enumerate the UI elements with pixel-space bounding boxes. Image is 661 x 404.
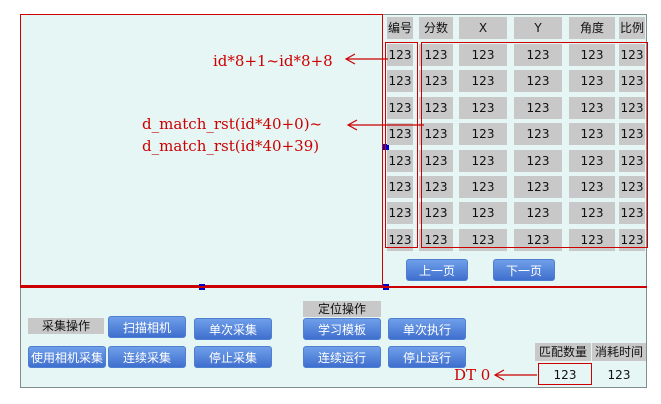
header-score: 分数	[419, 17, 453, 39]
next-page-button[interactable]: 下一页	[493, 259, 555, 281]
cell-scale: 123	[619, 96, 645, 119]
header-y: Y	[514, 17, 562, 39]
cell-x: 123	[459, 123, 507, 146]
cell-id: 123	[387, 96, 413, 119]
cell-id: 123	[387, 44, 413, 66]
match-count-label: 匹配数量	[535, 343, 591, 361]
arrow-match	[346, 119, 424, 131]
cell-x: 123	[459, 202, 507, 225]
header-angle: 角度	[569, 17, 615, 39]
capture-ops-label: 采集操作	[28, 318, 104, 334]
cell-scale: 123	[619, 44, 645, 66]
time-value: 123	[607, 368, 631, 382]
cell-angle: 123	[569, 44, 615, 66]
single-capture-button[interactable]: 单次采集	[194, 318, 272, 340]
cell-score: 123	[419, 149, 453, 172]
header-scale: 比例	[619, 17, 645, 39]
cell-angle: 123	[569, 149, 615, 172]
cell-scale: 123	[619, 149, 645, 172]
time-label: 消耗时间	[592, 343, 646, 361]
cell-y: 123	[514, 176, 562, 198]
cell-x: 123	[459, 96, 507, 119]
cell-scale: 123	[619, 176, 645, 198]
cell-id: 123	[387, 149, 413, 172]
cell-score: 123	[419, 123, 453, 146]
cell-x: 123	[459, 70, 507, 93]
annotation-match-line1: d_match_rst(id*40+0)~	[142, 115, 323, 133]
cell-score: 123	[419, 96, 453, 119]
cell-angle: 123	[569, 202, 615, 225]
single-execute-button[interactable]: 单次执行	[388, 318, 466, 340]
header-x: X	[459, 17, 507, 39]
cell-score: 123	[419, 44, 453, 66]
cell-x: 123	[459, 44, 507, 66]
cell-id: 123	[387, 202, 413, 225]
cell-score: 123	[419, 228, 453, 251]
cell-y: 123	[514, 202, 562, 225]
cell-angle: 123	[569, 176, 615, 198]
annotation-dt: DT 0	[454, 366, 491, 384]
cell-id: 123	[387, 176, 413, 198]
cell-scale: 123	[619, 228, 645, 251]
prev-page-button[interactable]: 上一页	[406, 259, 468, 281]
cell-angle: 123	[569, 96, 615, 119]
cell-y: 123	[514, 228, 562, 251]
camera-image-view	[20, 14, 383, 286]
stop-capture-button[interactable]: 停止采集	[194, 346, 272, 368]
header-id: 编号	[387, 17, 413, 39]
annotation-id-range: id*8+1~id*8+8	[213, 52, 333, 70]
cell-score: 123	[419, 202, 453, 225]
resize-handle-right[interactable]	[383, 144, 389, 150]
cell-score: 123	[419, 70, 453, 93]
match-count-value: 123	[553, 368, 577, 382]
scan-camera-button[interactable]: 扫描相机	[108, 316, 186, 338]
arrow-id-range	[344, 53, 388, 65]
cell-angle: 123	[569, 228, 615, 251]
cell-y: 123	[514, 70, 562, 93]
cell-y: 123	[514, 149, 562, 172]
continuous-run-button[interactable]: 连续运行	[303, 346, 381, 368]
cell-scale: 123	[619, 70, 645, 93]
use-camera-capture-button[interactable]: 使用相机采集	[28, 346, 106, 368]
cell-id: 123	[387, 123, 413, 146]
cell-angle: 123	[569, 70, 615, 93]
cell-y: 123	[514, 96, 562, 119]
cell-score: 123	[419, 176, 453, 198]
cell-scale: 123	[619, 123, 645, 146]
cell-x: 123	[459, 228, 507, 251]
cell-x: 123	[459, 176, 507, 198]
arrow-dt	[493, 369, 537, 381]
cell-id: 123	[387, 70, 413, 93]
cell-x: 123	[459, 149, 507, 172]
locate-ops-label: 定位操作	[303, 301, 381, 317]
cell-y: 123	[514, 123, 562, 146]
section-divider	[20, 286, 647, 288]
cell-angle: 123	[569, 123, 615, 146]
stop-run-button[interactable]: 停止运行	[388, 346, 466, 368]
cell-scale: 123	[619, 202, 645, 225]
learn-template-button[interactable]: 学习模板	[303, 318, 381, 340]
cell-id: 123	[387, 228, 413, 251]
continuous-capture-button[interactable]: 连续采集	[108, 346, 186, 368]
annotation-match-line2: d_match_rst(id*40+39)	[142, 137, 320, 155]
cell-y: 123	[514, 44, 562, 66]
